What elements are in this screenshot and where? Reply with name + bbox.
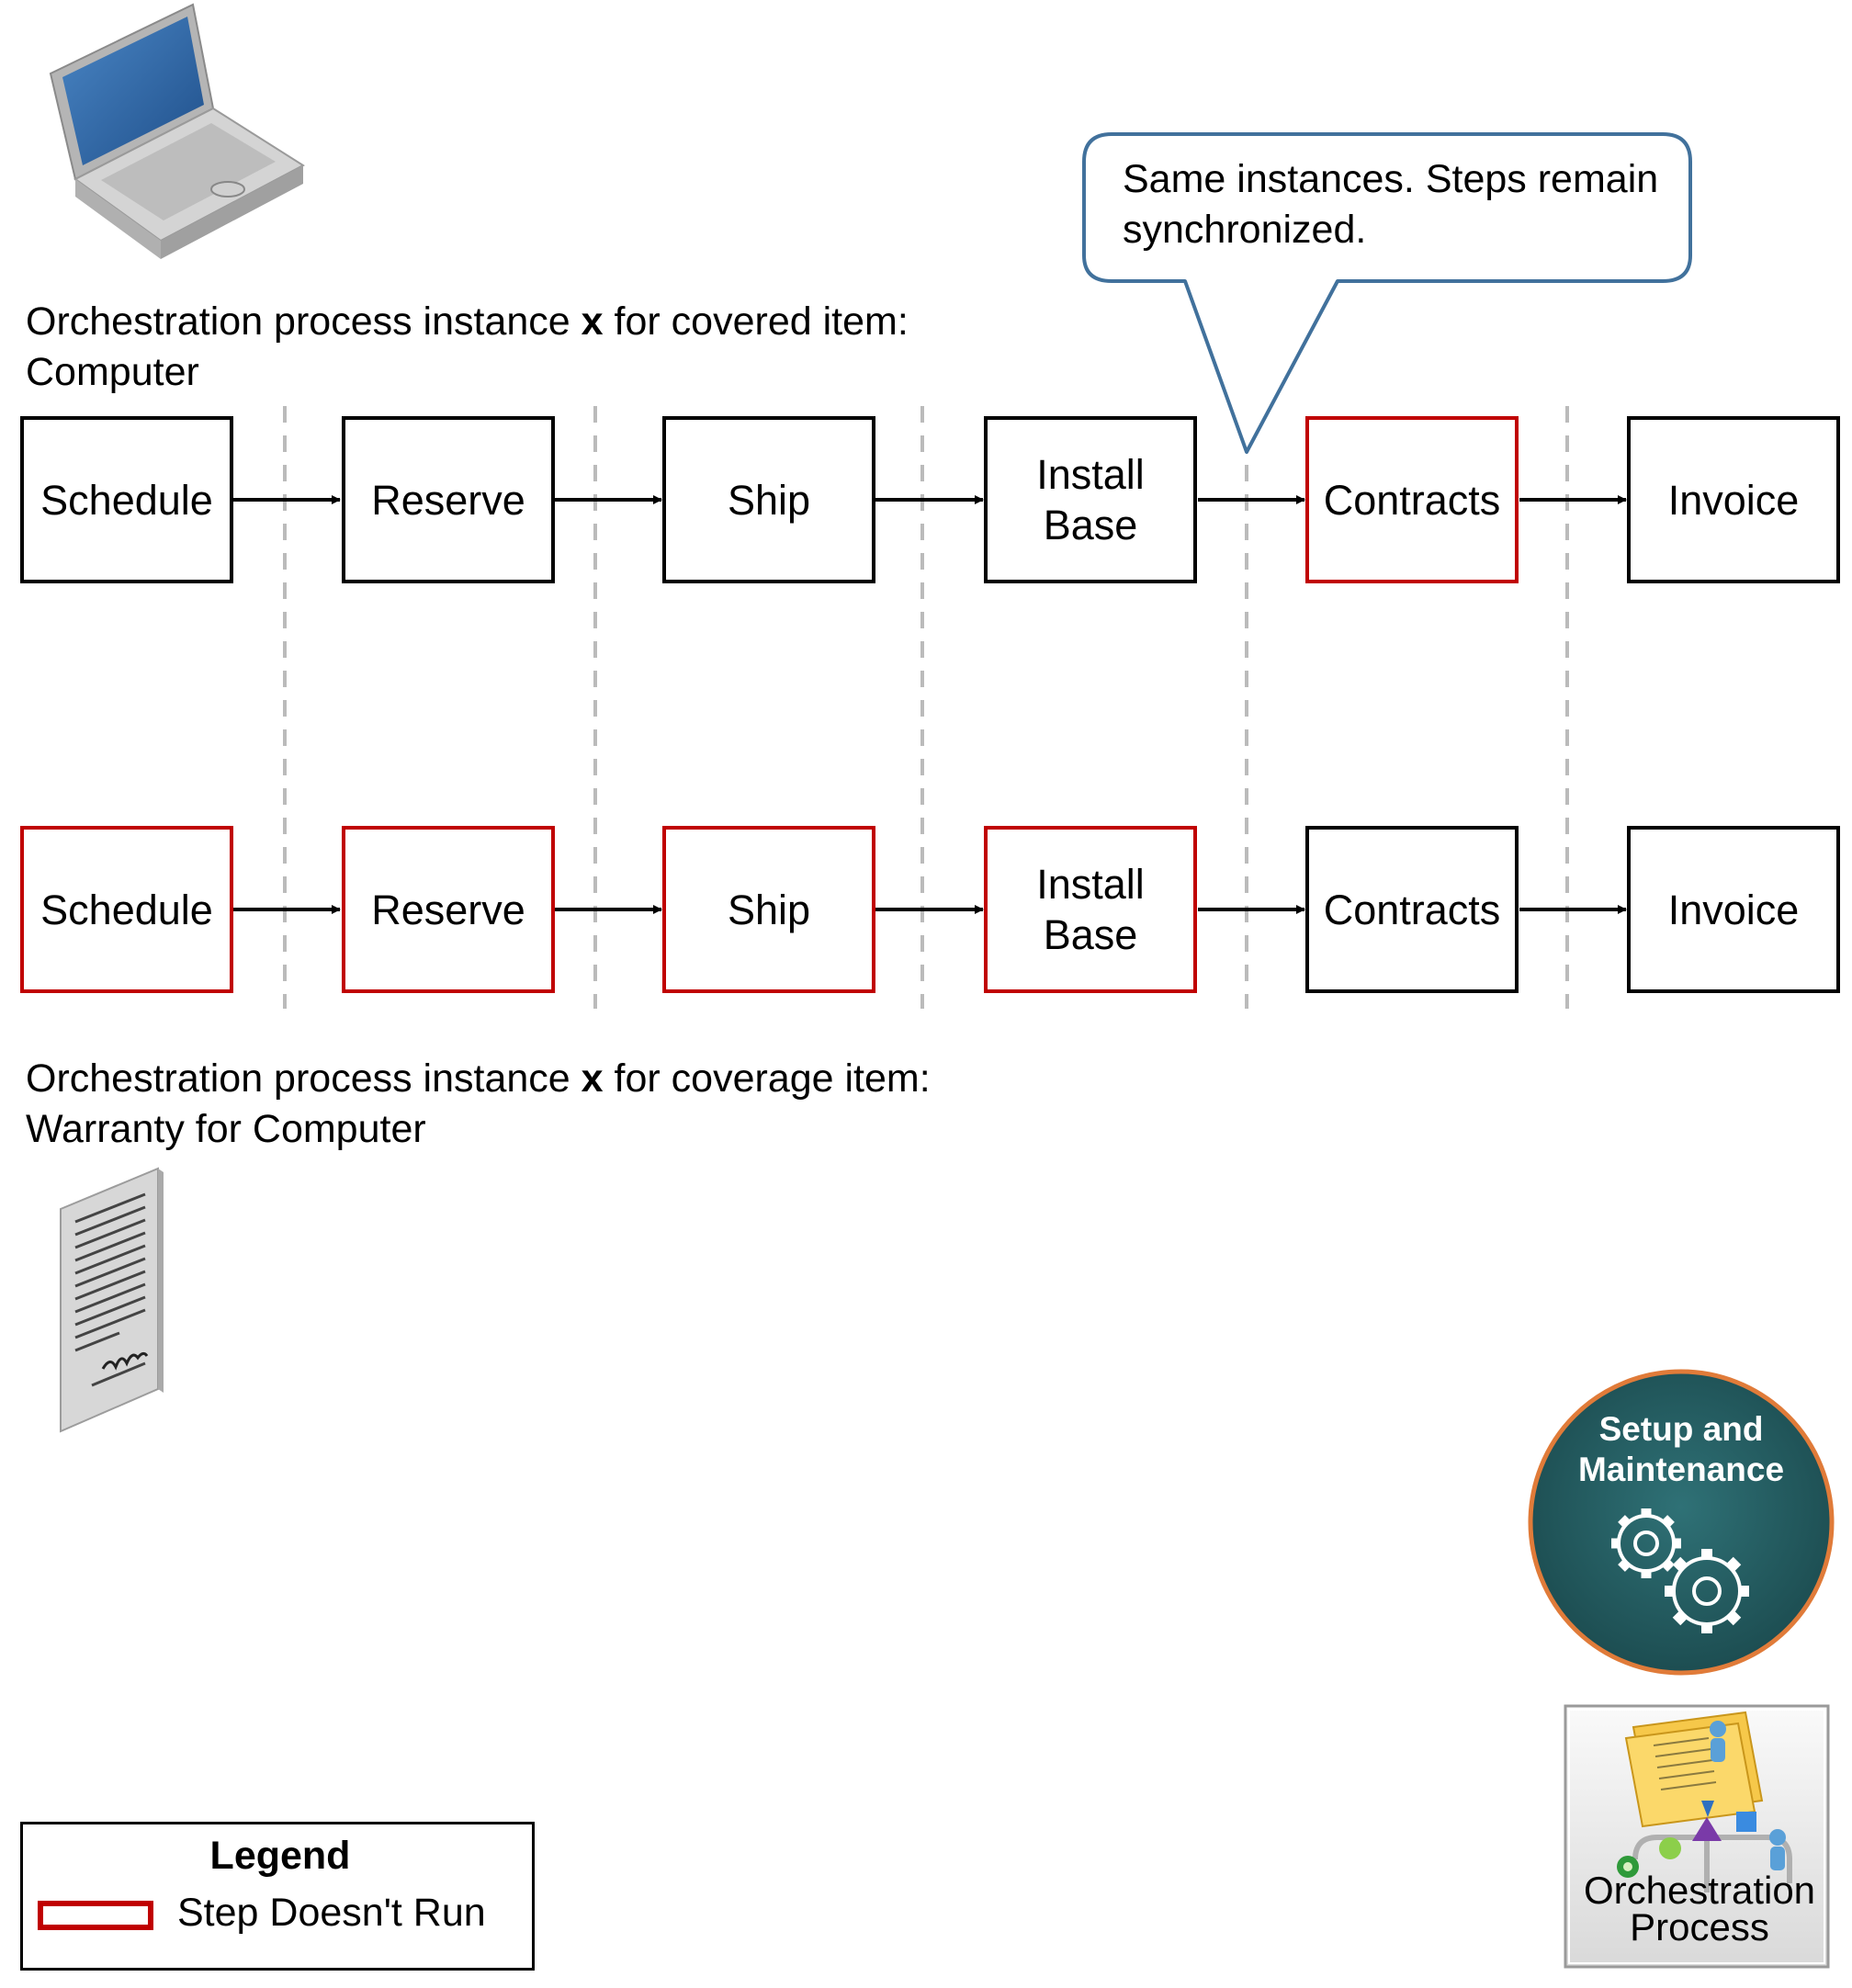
top-step-schedule: Schedule (20, 416, 233, 583)
step-label: Reserve (371, 886, 525, 933)
warranty-document-icon (60, 1167, 164, 1433)
top-instance-caption: Orchestration process instance x for cov… (26, 297, 909, 398)
legend-swatch-step-doesnt-run (38, 1901, 153, 1930)
caption-instance-variable: x (581, 299, 604, 344)
step-label: Install Base (1036, 451, 1145, 548)
step-label: Schedule (40, 886, 213, 933)
legend-title: Legend (209, 1834, 351, 1878)
caption-item-name: Warranty for Computer (26, 1107, 426, 1151)
step-label: Invoice (1667, 476, 1800, 524)
step-label: Contracts (1323, 886, 1501, 933)
caption-instance-variable: x (581, 1056, 604, 1101)
caption-suffix: for coverage item: (603, 1056, 931, 1101)
bottom-step-contracts: Contracts (1305, 826, 1519, 993)
callout-text: Same instances. Steps remain synchronize… (1123, 157, 1659, 252)
caption-prefix: Orchestration process instance (26, 1056, 582, 1101)
step-label: Ship (727, 476, 811, 524)
orchestration-process-icon (1564, 1704, 1830, 1969)
step-label: Ship (727, 886, 811, 933)
setup-maintenance-badge (1528, 1369, 1835, 1676)
step-label: Contracts (1323, 476, 1501, 524)
top-step-contracts: Contracts (1305, 416, 1519, 583)
bottom-step-ship: Ship (662, 826, 875, 993)
top-step-ship: Ship (662, 416, 875, 583)
bottom-instance-caption: Orchestration process instance x for cov… (26, 1054, 931, 1155)
orchestration-process-label: Orchestration Process (1583, 1869, 1816, 1948)
caption-prefix: Orchestration process instance (26, 299, 582, 344)
step-label: Reserve (371, 476, 525, 524)
bottom-step-install-base: Install Base (984, 826, 1197, 993)
legend-label: Step Doesn't Run (177, 1891, 486, 1935)
bottom-step-schedule: Schedule (20, 826, 233, 993)
callout-bubble (1082, 132, 1692, 454)
bottom-step-reserve: Reserve (342, 826, 555, 993)
laptop-icon (49, 3, 305, 259)
top-step-invoice: Invoice (1627, 416, 1840, 583)
caption-item-name: Computer (26, 350, 199, 394)
bottom-step-invoice: Invoice (1627, 826, 1840, 993)
step-label: Invoice (1667, 886, 1800, 933)
gears-icon (1611, 1508, 1749, 1633)
setup-maintenance-label: Setup and Maintenance (1577, 1410, 1785, 1488)
top-step-install-base: Install Base (984, 416, 1197, 583)
top-step-reserve: Reserve (342, 416, 555, 583)
step-label: Install Base (1036, 861, 1145, 958)
legend: Legend Step Doesn't Run (20, 1822, 535, 1971)
step-label: Schedule (40, 476, 213, 524)
caption-suffix: for covered item: (603, 299, 909, 344)
